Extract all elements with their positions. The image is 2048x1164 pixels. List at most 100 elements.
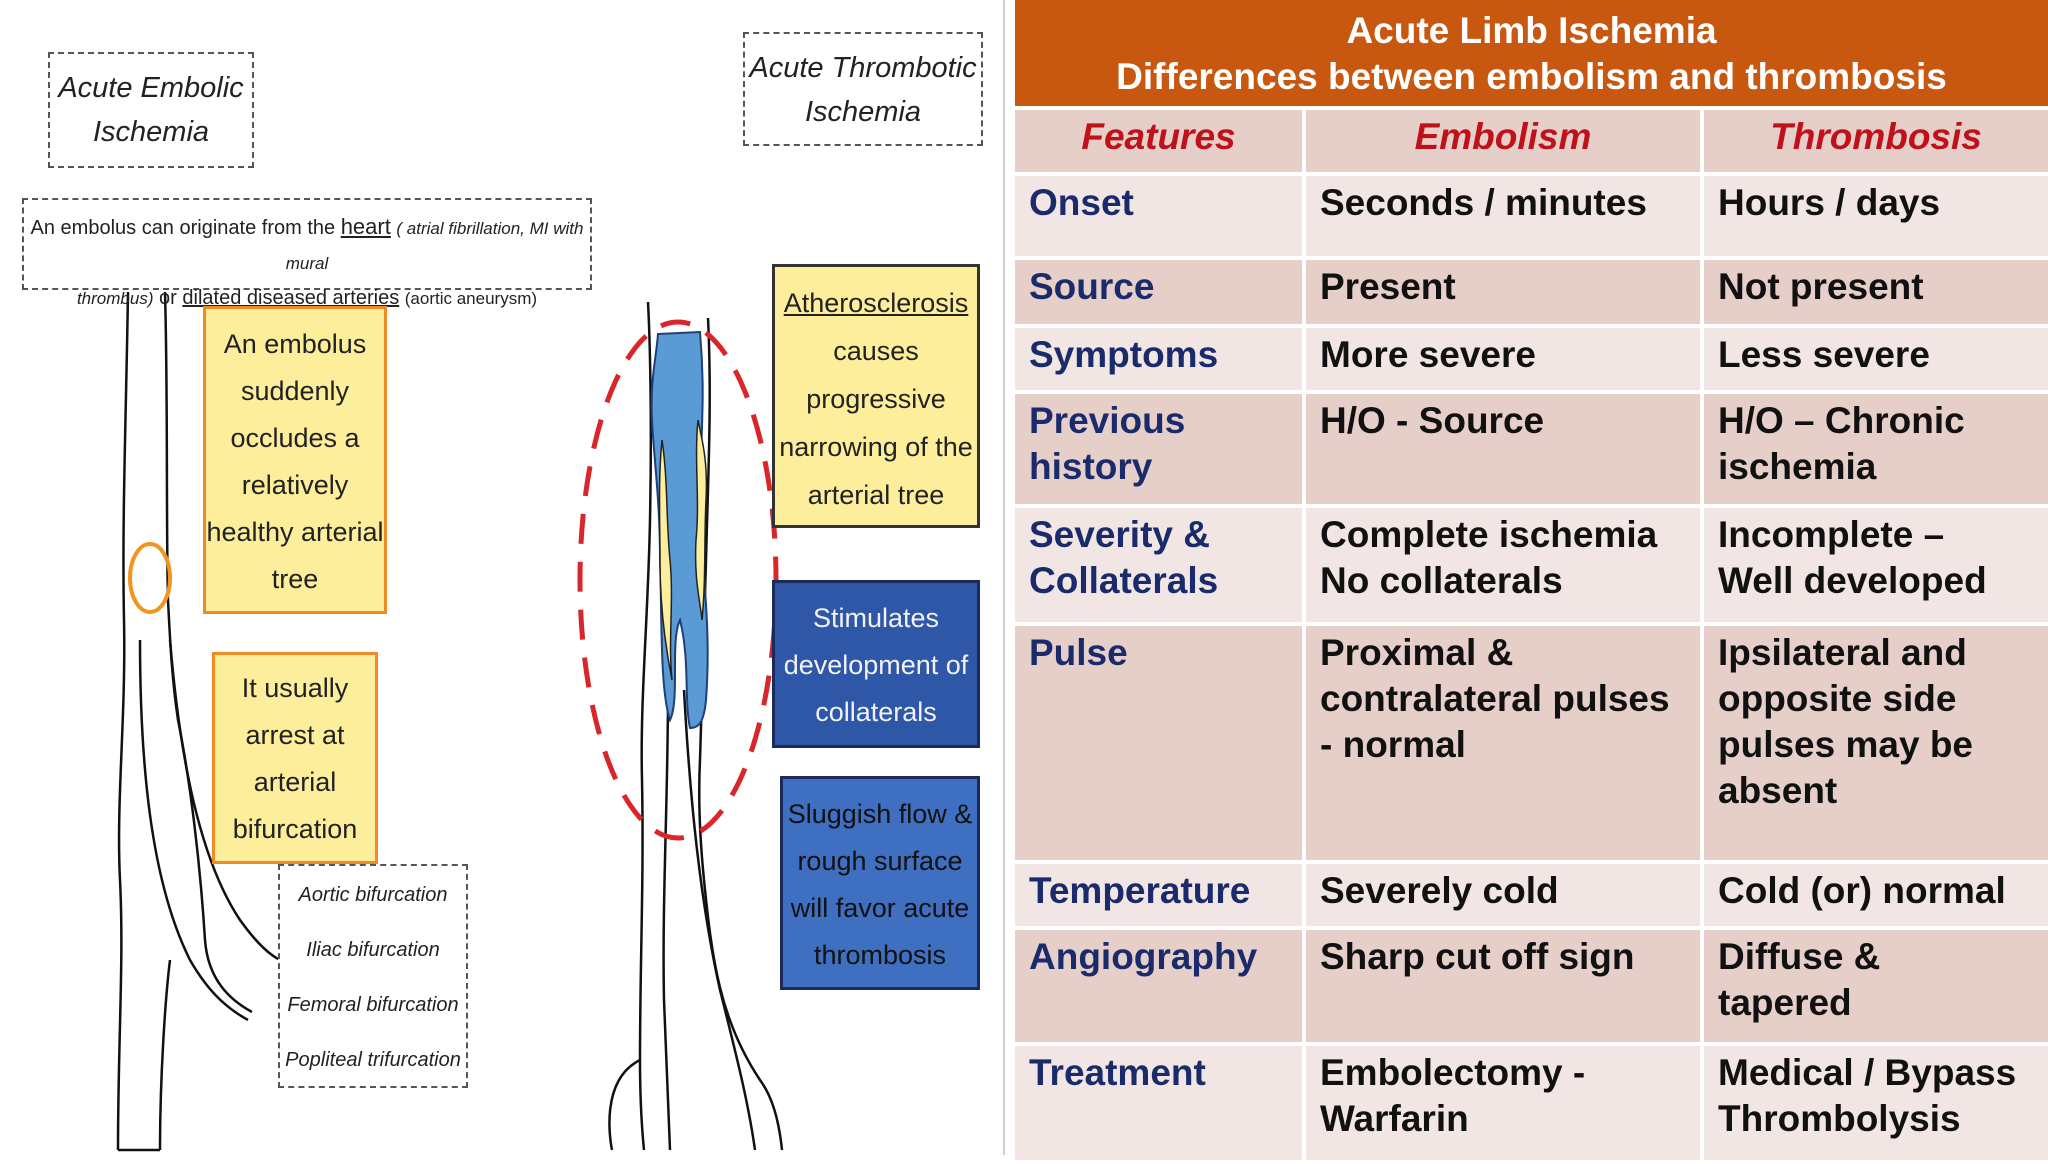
embolus-line6: tree (271, 564, 319, 594)
embolism-cell: H/O - Source (1306, 394, 1704, 504)
feature-cell: Onset (1015, 176, 1306, 256)
plaque (658, 439, 673, 681)
thrombotic-title-box: Acute Thrombotic Ischemia (743, 32, 983, 146)
limb-diagram (116, 291, 784, 1152)
feature-cell-line: Pulse (1029, 632, 1128, 673)
embolism-cell-line: H/O - Source (1320, 400, 1545, 441)
athero-line3: progressive (806, 384, 946, 414)
embolism-cell: Severely cold (1306, 864, 1704, 926)
origin-text-3: thrombus) (76, 289, 154, 308)
athero-line4: narrowing of the (779, 432, 973, 462)
arrest-line3: arterial (253, 767, 337, 797)
embolism-cell-line: Complete ischemia (1320, 514, 1658, 555)
table-title: Acute Limb Ischemia (1346, 10, 1717, 51)
embolism-cell-line: - normal (1320, 724, 1466, 765)
feature-cell-line: Temperature (1029, 870, 1251, 911)
feature-cell: Treatment (1015, 1046, 1306, 1160)
thrombosis-cell-line: Well developed (1718, 560, 1987, 601)
embolus-description-box: An embolus suddenly occludes a relativel… (203, 306, 387, 614)
table-row: Temperature Severely cold Cold (or) normal (1015, 864, 2048, 930)
header-embolism: Embolism (1306, 110, 1704, 172)
origin-text-4: or (159, 287, 177, 309)
feature-cell-line: Treatment (1029, 1052, 1206, 1093)
embolism-cell: Seconds / minutes (1306, 176, 1704, 256)
atherosclerosis-box: Atherosclerosis causes progressive narro… (772, 264, 980, 528)
comparison-table: Features Embolism Thrombosis Onset Second… (1015, 110, 2048, 1164)
table-header-row: Features Embolism Thrombosis (1015, 110, 2048, 176)
embolism-cell: Proximal &contralateral pulses- normal (1306, 626, 1704, 860)
bifurcation-femoral: Femoral bifurcation (287, 994, 459, 1016)
thrombosis-cell-line: Thrombolysis (1718, 1098, 1961, 1139)
thrombotic-title-line1: Acute Thrombotic (749, 52, 977, 84)
feature-cell: Symptoms (1015, 328, 1306, 390)
thrombosis-cell-line: tapered (1718, 982, 1852, 1023)
thrombosis-cell: Incomplete –Well developed (1704, 508, 2048, 622)
thrombosis-cell-line: Medical / Bypass (1718, 1052, 2017, 1093)
table-subtitle: Differences between embolism and thrombo… (1116, 56, 1947, 97)
sluggish-line3: will favor acute (790, 893, 970, 923)
origin-text-2: ( atrial fibrillation, MI with mural (285, 219, 584, 273)
feature-cell-line: Onset (1029, 182, 1134, 223)
thrombosis-cell-line: ischemia (1718, 446, 1877, 487)
collateral-line3: collaterals (815, 697, 937, 727)
origin-heart: heart (340, 214, 391, 239)
embolism-cell-line: Severely cold (1320, 870, 1559, 911)
thrombosis-cell-line: Less severe (1718, 334, 1930, 375)
sluggish-line2: rough surface (797, 846, 963, 876)
embolus-line4: relatively (241, 470, 349, 500)
feature-cell-line: Previous (1029, 400, 1186, 441)
feature-cell-line: Symptoms (1029, 334, 1219, 375)
thrombosis-cell-line: Cold (or) normal (1718, 870, 2006, 911)
collaterals-box: Stimulates development of collaterals (772, 580, 980, 748)
sluggish-flow-box: Sluggish flow & rough surface will favor… (780, 776, 980, 990)
table-row: Angiography Sharp cut off sign Diffuse & ta… (1015, 930, 2048, 1046)
embolism-cell: Embolectomy -Warfarin (1306, 1046, 1704, 1160)
embolism-cell: Sharp cut off sign (1306, 930, 1704, 1042)
bifurcation-iliac: Iliac bifurcation (306, 939, 440, 961)
embolism-cell-line: contralateral pulses (1320, 678, 1670, 719)
origin-text-5: (aortic aneurysm) (404, 289, 538, 308)
bifurcation-list: Aortic bifurcation Iliac bifurcation Fem… (278, 864, 468, 1088)
thrombosis-cell-line: Diffuse & (1718, 936, 1881, 977)
arrest-line4: bifurcation (232, 814, 358, 844)
embolism-cell: Present (1306, 260, 1704, 324)
feature-cell-line: Angiography (1029, 936, 1258, 977)
thrombosis-cell-line: Ipsilateral and (1718, 632, 1967, 673)
table-row: Onset Seconds / minutes Hours / days (1015, 176, 2048, 260)
feature-cell-line: history (1029, 446, 1153, 487)
embolus-line5: healthy arterial (206, 517, 384, 547)
origin-text-1: An embolus can originate from the (30, 217, 336, 239)
embolus-origin-note: An embolus can originate from the heart … (22, 198, 592, 309)
embolus-line3: occludes a (230, 423, 360, 453)
thrombosis-cell: Diffuse & tapered (1704, 930, 2048, 1042)
embolism-cell: More severe (1306, 328, 1704, 390)
feature-cell: Angiography (1015, 930, 1306, 1042)
thrombosis-cell: Hours / days (1704, 176, 2048, 256)
header-features: Features (1015, 110, 1306, 172)
embolus-line1: An embolus (223, 329, 367, 359)
thrombosis-cell-line: absent (1718, 770, 1838, 811)
collateral-line2: development of (783, 650, 969, 680)
embolic-title-box: Acute Embolic Ischemia (48, 52, 254, 168)
table-row: Symptoms More severe Less severe (1015, 328, 2048, 394)
sluggish-line1: Sluggish flow & (787, 799, 973, 829)
table-title-bar: Acute Limb Ischemia Differences between … (1015, 0, 2048, 106)
feature-cell: Temperature (1015, 864, 1306, 926)
arrest-line2: arrest at (245, 720, 345, 750)
embolus-line2: suddenly (240, 376, 350, 406)
embolic-title-line2: Ischemia (92, 116, 210, 148)
feature-cell-line: Severity & (1029, 514, 1210, 555)
thrombotic-title-line2: Ischemia (804, 96, 922, 128)
thrombosis-cell-line: Hours / days (1718, 182, 1941, 223)
bifurcation-aortic: Aortic bifurcation (298, 884, 448, 906)
embolus-circle (128, 542, 172, 614)
arrest-line1: It usually (241, 673, 349, 703)
thrombosis-cell: Cold (or) normal (1704, 864, 2048, 926)
feature-cell: Severity &Collaterals (1015, 508, 1306, 622)
thrombosis-cell: Not present (1704, 260, 2048, 324)
